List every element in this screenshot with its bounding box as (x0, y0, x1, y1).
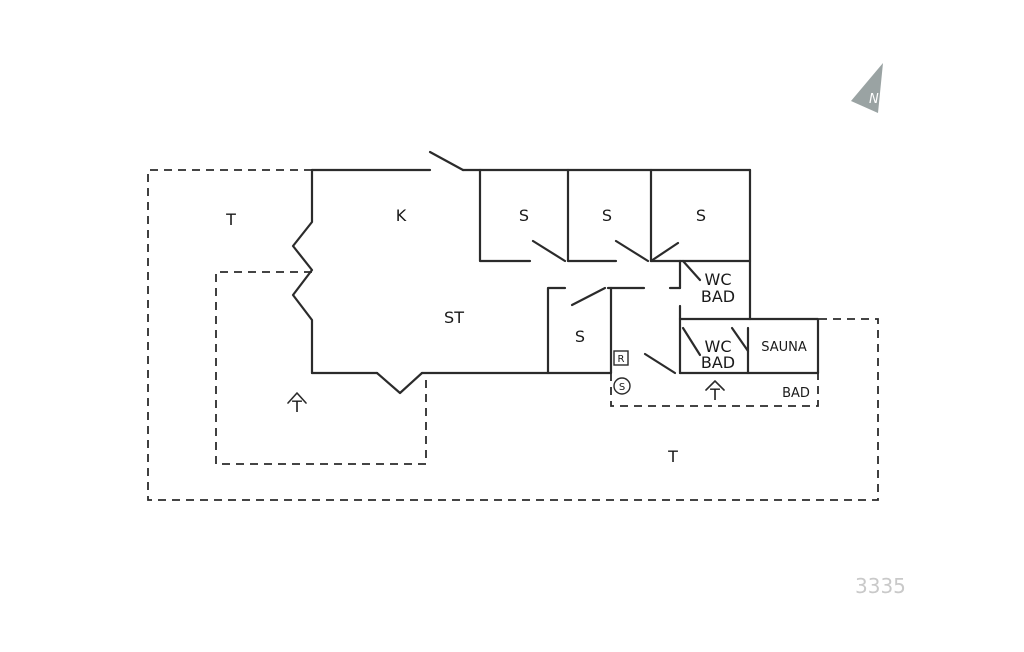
plan-number: 3335 (855, 574, 906, 598)
compass-letter: N (869, 92, 879, 107)
label-bedroom-1: S (519, 206, 529, 225)
step-arrow-right-icon (705, 380, 725, 391)
label-bath-1: BAD (701, 287, 735, 306)
label-living: ST (444, 308, 464, 327)
label-terrace-left: T (225, 210, 236, 229)
label-outdoor-bath: BAD (782, 386, 810, 401)
label-terrace-bottom: T (667, 447, 678, 466)
label-wc-1: WC (705, 270, 732, 289)
room-labels: T K ST S S S S WC BAD WC BAD SAUNA BAD T… (225, 206, 810, 466)
label-bedroom-2: S (602, 206, 612, 225)
utility-r-label: R (618, 354, 625, 365)
terrace-outlines (147, 169, 879, 501)
label-bedroom-3: S (696, 206, 706, 225)
label-bath-2: BAD (701, 353, 735, 372)
compass-north-icon: N (851, 63, 883, 113)
label-bedroom-4: S (575, 327, 585, 346)
utility-s-label: S (619, 382, 625, 393)
label-covered-terrace-left: T (291, 397, 302, 416)
walls (291, 168, 820, 395)
doors (428, 150, 750, 375)
utility-s-icon: S (613, 377, 631, 395)
label-kitchen: K (396, 206, 407, 225)
label-wc-2: WC (705, 337, 732, 356)
utility-r-icon: R (613, 350, 629, 366)
label-covered-terrace-right: T (709, 385, 720, 404)
label-sauna: SAUNA (761, 340, 807, 355)
step-arrow-left-icon (287, 392, 307, 404)
